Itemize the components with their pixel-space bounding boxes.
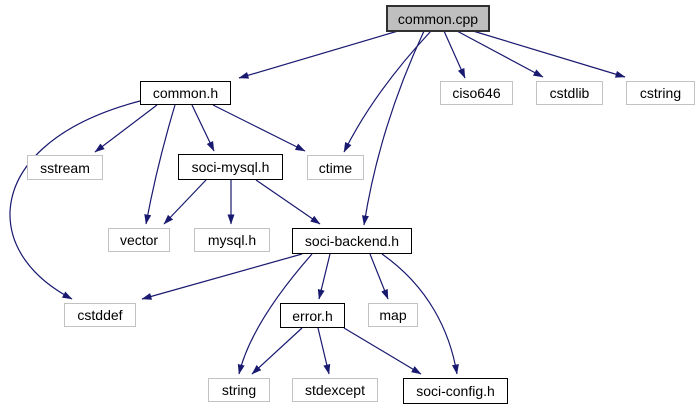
edge-soci-mysql-h-to-soci-backend-h xyxy=(255,179,321,225)
edge-common-h-to-vector xyxy=(144,104,176,225)
node-label-ctime: ctime xyxy=(318,159,353,176)
node-ctime: ctime xyxy=(307,155,364,180)
node-map: map xyxy=(368,303,418,327)
node-string: string xyxy=(208,378,270,402)
edge-common-h-to-soci-mysql-h xyxy=(191,104,215,152)
node-label-common-cpp: common.cpp xyxy=(397,10,479,27)
node-label-string: string xyxy=(221,382,257,398)
edge-soci-backend-h-to-map xyxy=(369,253,389,300)
node-cstdlib: cstdlib xyxy=(536,81,603,105)
node-label-sstream: sstream xyxy=(40,159,90,176)
edge-error-h-to-string xyxy=(251,327,303,375)
node-label-vector: vector xyxy=(119,232,159,248)
edge-common-cpp-to-cstring xyxy=(472,30,626,78)
node-soci-config-h[interactable]: soci-config.h xyxy=(403,378,508,404)
edge-error-h-to-soci-config-h xyxy=(343,327,422,375)
node-ciso646: ciso646 xyxy=(440,81,513,105)
node-label-cstddef: cstddef xyxy=(77,307,123,323)
node-stdexcept: stdexcept xyxy=(292,378,378,402)
node-sstream: sstream xyxy=(27,155,103,180)
edge-common-cpp-to-ctime xyxy=(343,30,432,153)
node-label-soci-backend-h: soci-backend.h xyxy=(304,233,400,249)
node-cstring: cstring xyxy=(626,81,695,105)
node-error-h[interactable]: error.h xyxy=(280,303,345,328)
node-label-cstdlib: cstdlib xyxy=(549,85,590,101)
node-mysql-h: mysql.h xyxy=(194,228,270,252)
edge-soci-backend-h-to-cstddef xyxy=(141,253,303,300)
node-label-map: map xyxy=(379,307,407,323)
node-common-h[interactable]: common.h xyxy=(140,81,231,105)
node-label-common-h: common.h xyxy=(152,85,219,101)
edge-common-cpp-to-ciso646 xyxy=(443,30,466,79)
node-label-soci-config-h: soci-config.h xyxy=(416,383,495,399)
edge-soci-backend-h-to-string xyxy=(237,253,313,375)
node-label-cstring: cstring xyxy=(639,85,682,101)
edge-soci-backend-h-to-soci-config-h xyxy=(381,253,459,375)
node-common-cpp: common.cpp xyxy=(386,5,490,32)
edge-error-h-to-stdexcept xyxy=(317,327,331,375)
node-cstddef: cstddef xyxy=(64,303,136,327)
edge-common-h-to-sstream xyxy=(94,104,158,153)
edge-common-cpp-to-cstdlib xyxy=(456,30,544,78)
node-vector: vector xyxy=(108,228,170,252)
edge-common-h-to-cstddef xyxy=(9,100,141,300)
edge-soci-mysql-h-to-vector xyxy=(163,179,207,225)
node-soci-backend-h[interactable]: soci-backend.h xyxy=(292,228,412,254)
node-label-stdexcept: stdexcept xyxy=(305,382,365,398)
edge-soci-backend-h-to-error-h xyxy=(317,253,331,300)
node-soci-mysql-h[interactable]: soci-mysql.h xyxy=(178,154,283,180)
edge-common-cpp-to-soci-backend-h xyxy=(361,30,425,226)
node-label-ciso646: ciso646 xyxy=(452,85,501,101)
node-label-soci-mysql-h: soci-mysql.h xyxy=(191,159,270,175)
edge-common-cpp-to-common-h xyxy=(238,30,399,79)
node-label-error-h: error.h xyxy=(292,307,333,324)
node-label-mysql-h: mysql.h xyxy=(207,232,257,248)
edge-common-h-to-ctime xyxy=(212,104,306,152)
